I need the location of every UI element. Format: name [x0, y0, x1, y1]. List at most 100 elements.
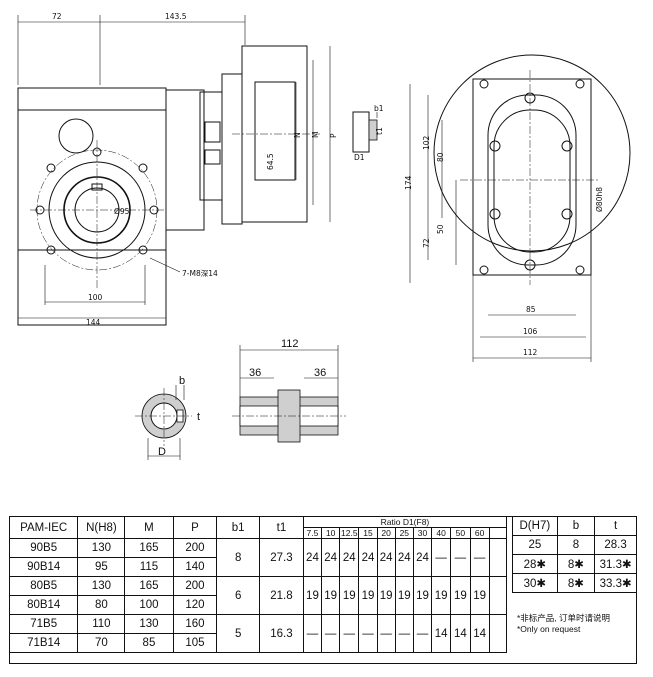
- side-view: 72 143.5 Ø95 7-M8深14: [17, 12, 338, 327]
- dim-72-front: 72: [422, 238, 431, 248]
- b1-cell: 5: [216, 614, 261, 653]
- ratio-header: 30: [412, 527, 433, 539]
- d1-cell: 19: [339, 576, 360, 615]
- holes-label: 7-M8深14: [182, 269, 218, 278]
- label-d: D: [158, 446, 166, 458]
- d1-cell: —: [394, 614, 414, 653]
- d1-cell: 24: [321, 538, 341, 577]
- d1-cell: 19: [358, 576, 378, 615]
- shaft-row: 28✱8✱31.3✱: [512, 554, 637, 574]
- d1-cell: 19: [450, 576, 471, 615]
- d1-cell: —: [358, 614, 378, 653]
- n-cell: 95: [77, 557, 126, 577]
- header-pam-iec: PAM-IEC: [8, 516, 79, 539]
- p-cell: 200: [172, 576, 218, 596]
- t1-cell: 16.3: [259, 614, 304, 653]
- d1-cell: 24: [339, 538, 360, 577]
- d1-cell: 24: [358, 538, 378, 577]
- dim-112: 112: [523, 348, 538, 357]
- front-view: 174 102 80 72 50 Ø80h8 85 106 112: [404, 54, 631, 362]
- d1-cell: 19: [431, 576, 452, 615]
- d1-cell: 24: [412, 538, 433, 577]
- d1-cell: —: [339, 614, 360, 653]
- n-cell: 130: [77, 538, 126, 558]
- label-t1: t1: [375, 127, 384, 135]
- t-cell: 31.3✱: [594, 554, 637, 574]
- d1-cell: —: [302, 614, 323, 653]
- b-cell: 8✱: [556, 573, 596, 593]
- technical-drawing: 72 143.5 Ø95 7-M8深14: [17, 12, 631, 460]
- dim-36-left: 36: [249, 367, 261, 379]
- d1-cell: 19: [321, 576, 341, 615]
- p-cell: 120: [172, 595, 218, 615]
- header-m: M: [124, 516, 174, 539]
- ratio-header: 50: [450, 527, 471, 539]
- pam-iec-cell: 90B5: [8, 538, 79, 558]
- d-cell: 28✱: [512, 554, 558, 574]
- ratio-header: 25: [394, 527, 414, 539]
- header-b1: b1: [216, 516, 261, 539]
- dim-85: 85: [526, 305, 536, 314]
- d1-cell: —: [431, 538, 452, 577]
- d1-cell: —: [412, 614, 433, 653]
- note-chinese: *非标产品, 订单时请说明: [517, 613, 611, 623]
- blank-cell: [488, 576, 508, 615]
- header-t1: t1: [259, 516, 304, 539]
- header-t: t: [594, 516, 637, 536]
- dim-174: 174: [404, 175, 413, 190]
- label-b: b: [179, 375, 185, 387]
- dim-106: 106: [523, 327, 538, 336]
- b-cell: 8✱: [556, 554, 596, 574]
- d1-cell: 19: [394, 576, 414, 615]
- dim-m: M: [311, 132, 320, 138]
- dim-64-5: 64.5: [266, 153, 275, 170]
- d1-cell: 14: [469, 614, 490, 653]
- dim-143-5: 143.5: [165, 12, 187, 21]
- dim-112-shaft: 112: [281, 338, 299, 350]
- pam-iec-cell: 71B14: [8, 633, 79, 653]
- pam-iec-cell: 90B14: [8, 557, 79, 577]
- header-p: P: [172, 516, 218, 539]
- n-cell: 70: [77, 633, 126, 653]
- p-cell: 200: [172, 538, 218, 558]
- m-cell: 115: [124, 557, 174, 577]
- m-cell: 100: [124, 595, 174, 615]
- pam-iec-cell: 80B5: [8, 576, 79, 596]
- d1-cell: 14: [450, 614, 471, 653]
- header-b: b: [556, 516, 596, 536]
- label-d1: D1: [354, 153, 365, 162]
- d1-cell: 19: [469, 576, 490, 615]
- b1-cell: 6: [216, 576, 261, 615]
- t1-cell: 27.3: [259, 538, 304, 577]
- d-cell: 25: [512, 535, 558, 555]
- blank-cell: [488, 527, 508, 539]
- p-cell: 105: [172, 633, 218, 653]
- n-cell: 130: [77, 576, 126, 596]
- t1-cell: 21.8: [259, 576, 304, 615]
- dim-100: 100: [88, 293, 103, 302]
- n-cell: 110: [77, 614, 126, 634]
- p-cell: 160: [172, 614, 218, 634]
- p-cell: 140: [172, 557, 218, 577]
- ratio-header: 40: [431, 527, 452, 539]
- m-cell: 85: [124, 633, 174, 653]
- header-d: D(H7): [512, 516, 558, 536]
- dim-102: 102: [422, 135, 431, 150]
- m-cell: 165: [124, 538, 174, 558]
- ratio-header: 20: [376, 527, 396, 539]
- m-cell: 130: [124, 614, 174, 634]
- d1-cell: —: [450, 538, 471, 577]
- dim-36-right: 36: [314, 367, 326, 379]
- ratio-header: 60: [469, 527, 490, 539]
- header-n: N(H8): [77, 516, 126, 539]
- dim-d80h8: Ø80h8: [595, 187, 604, 212]
- t-cell: 33.3✱: [594, 573, 637, 593]
- d-cell: 30✱: [512, 573, 558, 593]
- d1-cell: —: [469, 538, 490, 577]
